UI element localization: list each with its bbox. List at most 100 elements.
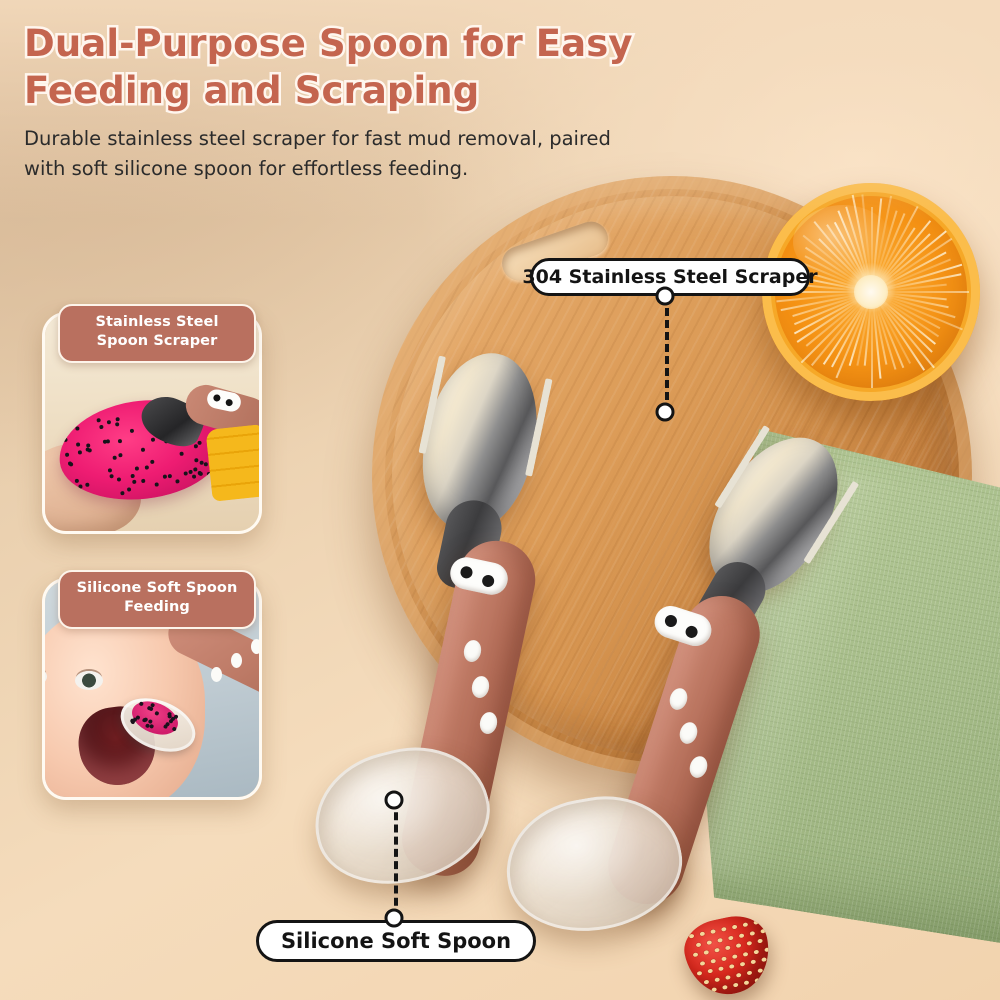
strawberry-seed [703,979,709,984]
dragon-fruit-seed [141,448,145,452]
callout-leader-line-spoon [394,800,398,918]
scraper-serration [525,464,534,476]
dragon-fruit-seed [150,460,154,464]
dragon-fruit-seed [63,438,67,442]
thumbnail-1-badge: Stainless Steel Spoon Scraper [58,304,256,363]
dual-purpose-spoon-back [546,430,796,950]
dragon-fruit-seed [78,484,82,488]
strawberry-seed [725,975,731,980]
callout-node-scraper-top [656,287,675,306]
strawberry-seed [711,987,717,992]
thumbnail-2-badge-line-2: Feeding [68,598,246,617]
strawberry-seed [722,985,728,990]
dragon-fruit-seed [76,442,80,446]
page-subtitle-line-2: with soft silicone spoon for effortless … [24,157,468,180]
dragon-fruit-seed [138,701,143,706]
dragon-fruit-seed [176,479,180,483]
diced-mango [205,424,262,501]
strawberry-seed [714,977,720,982]
strawberry-seed [729,964,735,969]
page-subtitle-line-1: Durable stainless steel scraper for fast… [24,127,611,150]
thumbnail-2-badge-line-1: Silicone Soft Spoon [68,579,246,598]
dragon-fruit-seed [194,458,198,462]
dragon-fruit-seed [118,453,122,457]
dragon-fruit-seed [99,425,103,429]
dragon-fruit-seed [168,474,172,478]
dragon-fruit-seed [75,479,79,483]
strawberry-seed [718,966,724,971]
strawberry-seed [703,950,709,955]
strawberry-seed [744,980,750,985]
dragon-fruit-seed [142,718,147,723]
dragon-fruit-seed [165,721,170,726]
dragon-fruit-seed [135,466,139,470]
dragon-fruit-seed [69,462,73,466]
strawberry-seed [754,978,760,983]
dragon-fruit-seed [204,462,208,466]
strawberry-seed [761,957,767,962]
scraper-serration [714,495,726,508]
strawberry-seed [757,968,763,973]
strawberry-seed [700,961,706,966]
dragon-fruit-seed [107,420,111,424]
thumbnail-1-badge-line-1: Stainless Steel [68,313,246,332]
dragon-fruit-seed [194,444,198,448]
page-title-line-1: Dual-Purpose Spoon for Easy [24,20,644,67]
dragon-fruit-seed [127,487,131,491]
dragon-fruit-seed [163,475,167,479]
dragon-fruit-seed [192,474,196,478]
strawberry-seed [693,952,699,957]
dragon-fruit-seed [115,422,119,426]
dragon-fruit-seed [75,427,79,431]
handle-dot-thumb-2-1 [251,639,262,654]
dragon-fruit-seed [83,414,87,418]
dragon-fruit-seed [154,482,158,486]
dragon-fruit-seed [197,440,201,444]
dragon-fruit-seed [149,707,154,712]
strawberry-seed [732,954,738,959]
baby-eye-left [42,667,47,686]
callout-node-spoon-anchor [385,791,404,810]
strawberry-seed [701,989,707,994]
dragon-fruit-seed [108,468,112,472]
strawberry-seed [740,962,746,967]
handle-dot-thumb-2-2 [231,653,242,668]
thumbnail-1-badge-line-2: Spoon Scraper [68,332,246,351]
dragon-fruit-seed [110,474,114,478]
dragon-fruit-seed [155,711,160,716]
dragon-fruit-seed [85,483,89,487]
dragon-fruit-seed [103,440,107,444]
baby-eye-right [75,671,103,690]
dragon-fruit-seed [88,448,92,452]
strawberry-seed [710,958,716,963]
strawberry-seed [721,956,727,961]
page-subtitle: Durable stainless steel scraper for fast… [24,124,624,183]
strawberry-seed [707,969,713,974]
callout-leader-line-scraper [665,296,669,412]
callout-node-spoon-bottom [385,909,404,928]
strawberry-seed [765,976,771,981]
dragon-fruit-seed [117,477,121,481]
dragon-fruit-seed [121,491,125,495]
thumbnail-2-badge: Silicone Soft Spoon Feeding [58,570,256,629]
page-title-line-2: Feeding and Scraping [24,67,644,114]
dragon-fruit-seed [193,468,197,472]
dragon-fruit-seed [184,471,188,475]
dragon-fruit-seed [144,465,148,469]
dragon-fruit-seed [117,439,121,443]
dragon-fruit-seed [65,452,69,456]
scraper-serration [419,441,428,453]
dragon-fruit-seed [116,417,120,421]
dragon-fruit-seed [130,429,134,433]
callout-node-scraper-anchor [656,403,675,422]
strawberry-seed [736,972,742,977]
strawberry-seed [697,971,703,976]
strawberry-seed [750,959,756,964]
orange-core [854,275,888,309]
dragon-fruit-seed [141,478,145,482]
page-title: Dual-Purpose Spoon for Easy Feeding and … [24,20,644,115]
dragon-fruit-seed [130,473,134,477]
dragon-fruit-seed [151,438,155,442]
dragon-fruit-seed [148,718,153,723]
